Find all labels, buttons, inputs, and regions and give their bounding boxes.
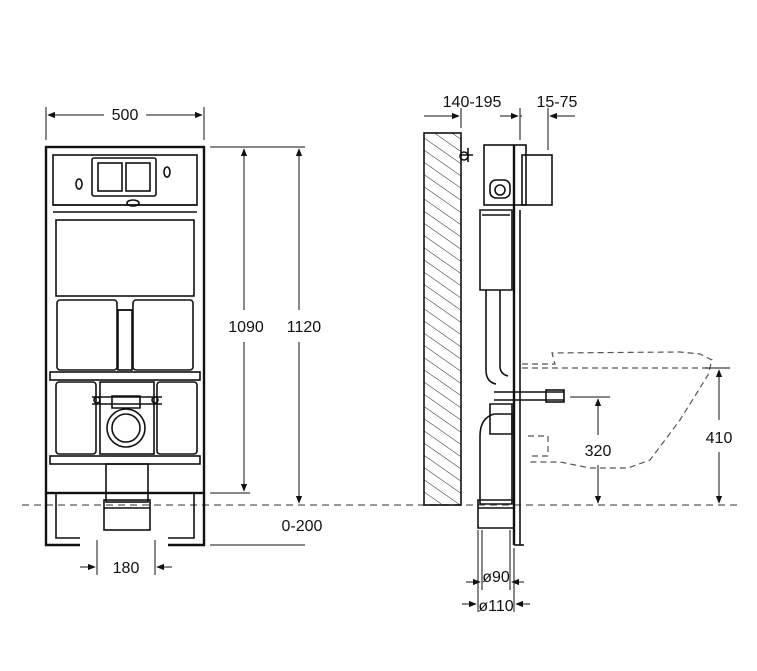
toilet-bowl-outline — [522, 351, 713, 469]
dim-height-1120: 1120 — [287, 319, 322, 336]
front-view-frame — [44, 145, 206, 547]
dim-outlet-offset: 180 — [113, 560, 140, 577]
dim-pipe-90: ø90 — [482, 569, 510, 586]
dim-pipe-110: ø110 — [478, 598, 513, 615]
dim-floor-adjust: 0-200 — [282, 518, 323, 535]
dim-depth-adjust: 15-75 — [537, 94, 578, 111]
dim-bowl-height: 410 — [706, 430, 733, 447]
dim-wall-distance: 140-195 — [443, 94, 502, 111]
dim-frame-width: 500 — [112, 107, 139, 124]
dim-height-1090: 1090 — [228, 319, 264, 336]
dim-pipe-height: 320 — [585, 443, 612, 460]
side-view-frame — [459, 144, 565, 546]
wall-section — [423, 132, 462, 506]
